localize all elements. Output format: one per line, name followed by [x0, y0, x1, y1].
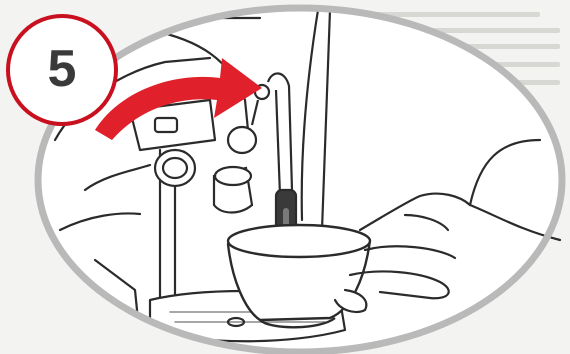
step-number: 5 [48, 43, 77, 95]
step-badge: 5 [6, 14, 118, 126]
